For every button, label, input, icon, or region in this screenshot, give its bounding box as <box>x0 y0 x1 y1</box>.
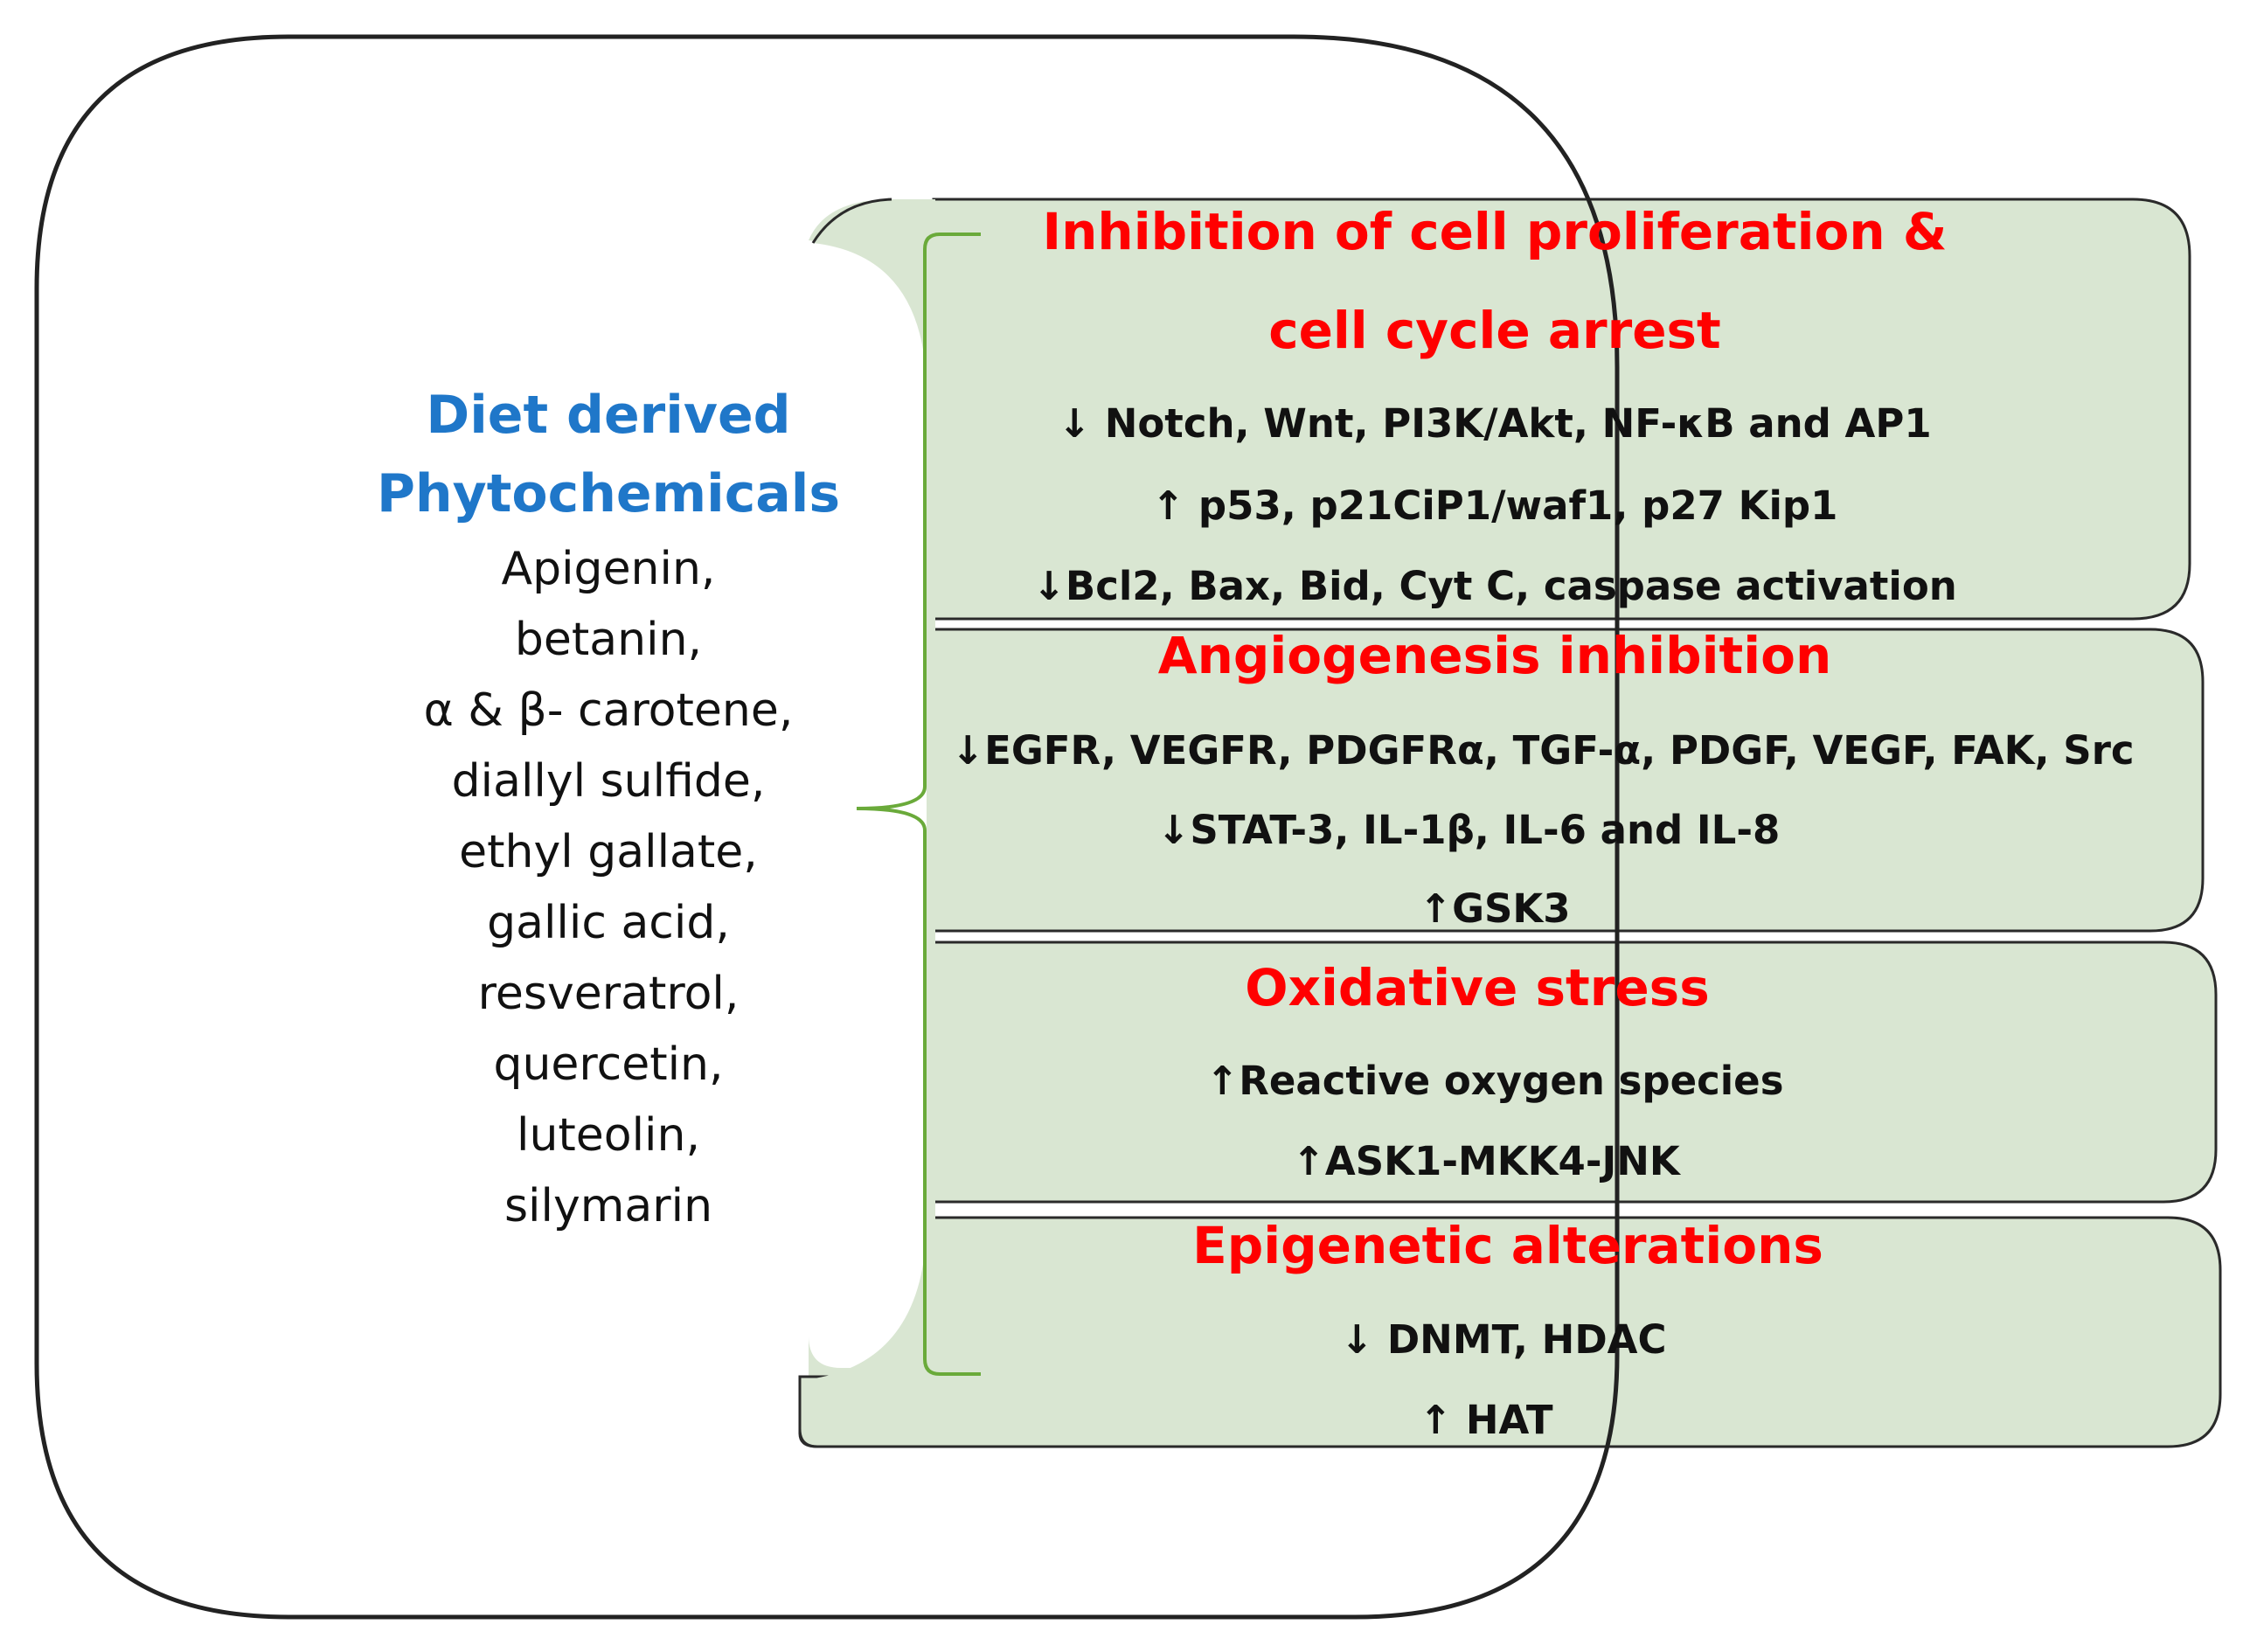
panel-line: ↓ Notch, Wnt, PI3K/Akt, NF-κB and AP1 <box>1058 400 1931 447</box>
panel-title: Epigenetic alterations <box>1192 1216 1823 1275</box>
phytochemical-item: quercetin, <box>493 1038 723 1091</box>
panel-3-text: Oxidative stress ↑Reactive oxygen species… <box>1205 958 1783 1184</box>
curly-bracket <box>856 233 981 1376</box>
phytochemicals-title-line1: Diet derived <box>426 385 790 446</box>
panel-line: ↓EGFR, VEGFR, PDGFRα, TGF-α, PDGF, VEGF,… <box>951 727 2134 774</box>
phytochemicals-block: Diet derived Phytochemicals Apigenin, bet… <box>377 385 840 1232</box>
phytochemical-item: luteolin, <box>517 1109 700 1162</box>
phytochemical-item: gallic acid, <box>487 897 730 949</box>
panel-3-shape <box>932 941 2218 1204</box>
phytochemical-item: α & β- carotene, <box>424 684 794 737</box>
panel-title: Inhibition of cell proliferation & <box>1043 202 1948 261</box>
pathway-panels <box>798 198 2222 1448</box>
panel-line: ↑ASK1-MKK4-JNK <box>1292 1138 1682 1184</box>
panel-2-text: Angiogenesis inhibition ↓EGFR, VEGFR, PDG… <box>951 626 2134 932</box>
panel-line: ↓ DNMT, HDAC <box>1340 1316 1666 1363</box>
panel-line: ↑ HAT <box>1419 1397 1552 1443</box>
phytochemicals-list: Apigenin, betanin, α & β- carotene, diallyl… <box>424 543 794 1232</box>
panel-left-lobe <box>809 199 935 1379</box>
phytochemical-item: diallyl sulfide, <box>452 755 766 808</box>
panel-title: cell cycle arrest <box>1268 301 1721 360</box>
phytochemical-item: silymarin <box>504 1180 712 1232</box>
panel-line: ↑ p53, p21CiP1/waf1, p27 Kip1 <box>1152 482 1838 529</box>
panel-left-lobe-edge <box>811 198 892 244</box>
panel-line: ↓STAT-3, IL-1β, IL-6 and IL-8 <box>1157 807 1781 853</box>
phytochemical-item: resveratrol, <box>478 968 740 1020</box>
panel-texts: Inhibition of cell proliferation & cell c… <box>951 202 2134 1443</box>
panel-line: ↑GSK3 <box>1419 885 1570 932</box>
panel-left-bottom-edge <box>798 1379 818 1448</box>
phytochemicals-title-line2: Phytochemicals <box>377 463 840 524</box>
panel-2-shape <box>932 628 2205 933</box>
panel-line: ↓Bcl2, Bax, Bid, Cyt C, caspase activati… <box>1032 563 1957 609</box>
panel-1-shape <box>932 198 2191 621</box>
phytochemical-item: Apigenin, <box>502 543 716 595</box>
panel-1-text: Inhibition of cell proliferation & cell c… <box>1032 202 1957 609</box>
phytochemical-item: ethyl gallate, <box>459 826 758 878</box>
cell-outline <box>34 34 1620 1620</box>
phytochemical-item: betanin, <box>515 614 702 666</box>
panel-4-text: Epigenetic alterations ↓ DNMT, HDAC ↑ HAT <box>1192 1216 1823 1443</box>
panel-title: Oxidative stress <box>1245 958 1709 1017</box>
panel-title: Angiogenesis inhibition <box>1158 626 1832 685</box>
panel-line: ↑Reactive oxygen species <box>1205 1058 1783 1104</box>
